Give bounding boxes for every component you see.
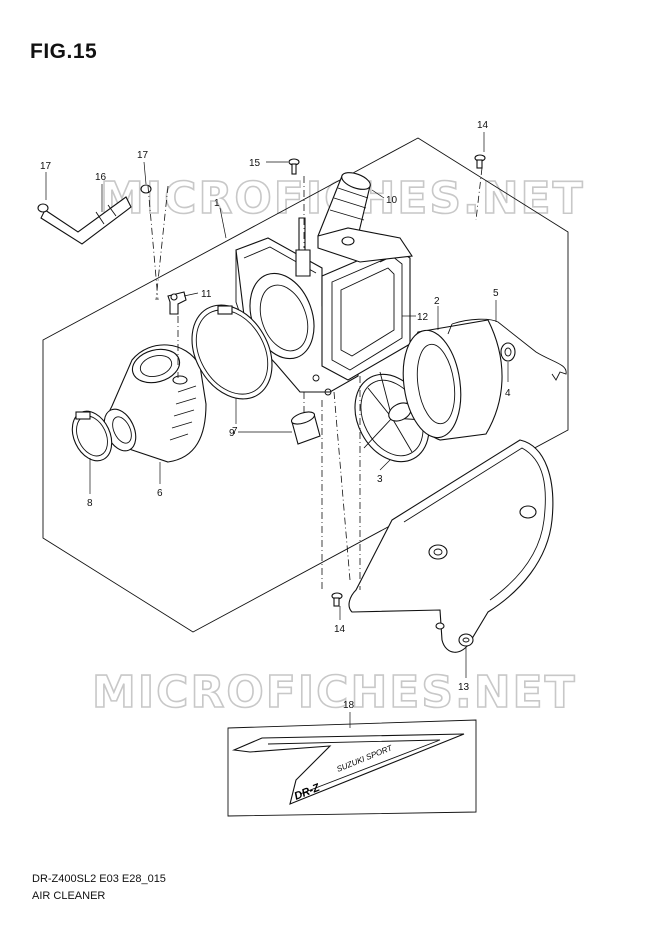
filter-element-part-2 [402,319,503,441]
diagram-code: DR-Z400SL2 E03 E28_015 [32,873,166,885]
bolt-part-14-top [474,154,486,169]
bolt-part-15 [288,158,300,175]
inlet-boot-part-10 [317,172,413,263]
side-cover-part-13 [348,439,554,653]
outlet-tube-part-6 [103,344,207,463]
centerlines [147,167,483,590]
callout-1: 1 [214,198,220,209]
leader-lines [45,132,509,728]
assembly-boundary [42,137,569,633]
callout-10: 10 [386,195,398,206]
callout-18: 18 [343,700,355,711]
callout-11: 11 [201,289,212,300]
callout-9: 9 [229,428,235,439]
callout-16: 16 [95,172,107,183]
callout-4: 4 [505,388,511,399]
holder-wire-part-5 [447,318,567,381]
watermark-bottom: MICROFICHES.NET [92,667,577,718]
callout-13: 13 [458,682,470,693]
callout-15: 15 [249,158,261,169]
cover-frame-part-12 [321,245,411,381]
callout-5: 5 [493,288,499,299]
section-name: AIR CLEANER [32,890,106,902]
elbow-fitting-part-11 [167,291,187,315]
bolt-part-14-bottom [331,592,343,607]
callout-8: 8 [87,498,93,509]
washer-part-4 [500,342,516,362]
callout-7: 7 [232,426,238,437]
callout-2: 2 [434,296,440,307]
decal-part-18: SUZUKI SPORT DR-Z [227,719,477,817]
clamp-part-8 [71,410,113,462]
band-part-7 [191,304,273,400]
figure-title: FIG.15 [30,40,98,63]
callout-14-bottom: 14 [334,624,346,635]
callout-12: 12 [417,312,429,323]
callouts: 1 2 3 4 5 6 7 8 9 10 11 12 13 14 14 15 1… [40,120,511,711]
drain-cap-part-9 [290,411,321,445]
callout-17-left: 17 [40,161,52,172]
callout-3: 3 [377,474,383,485]
callout-6: 6 [157,488,163,499]
callout-17-right: 17 [137,150,149,161]
callout-14-top: 14 [477,120,489,131]
